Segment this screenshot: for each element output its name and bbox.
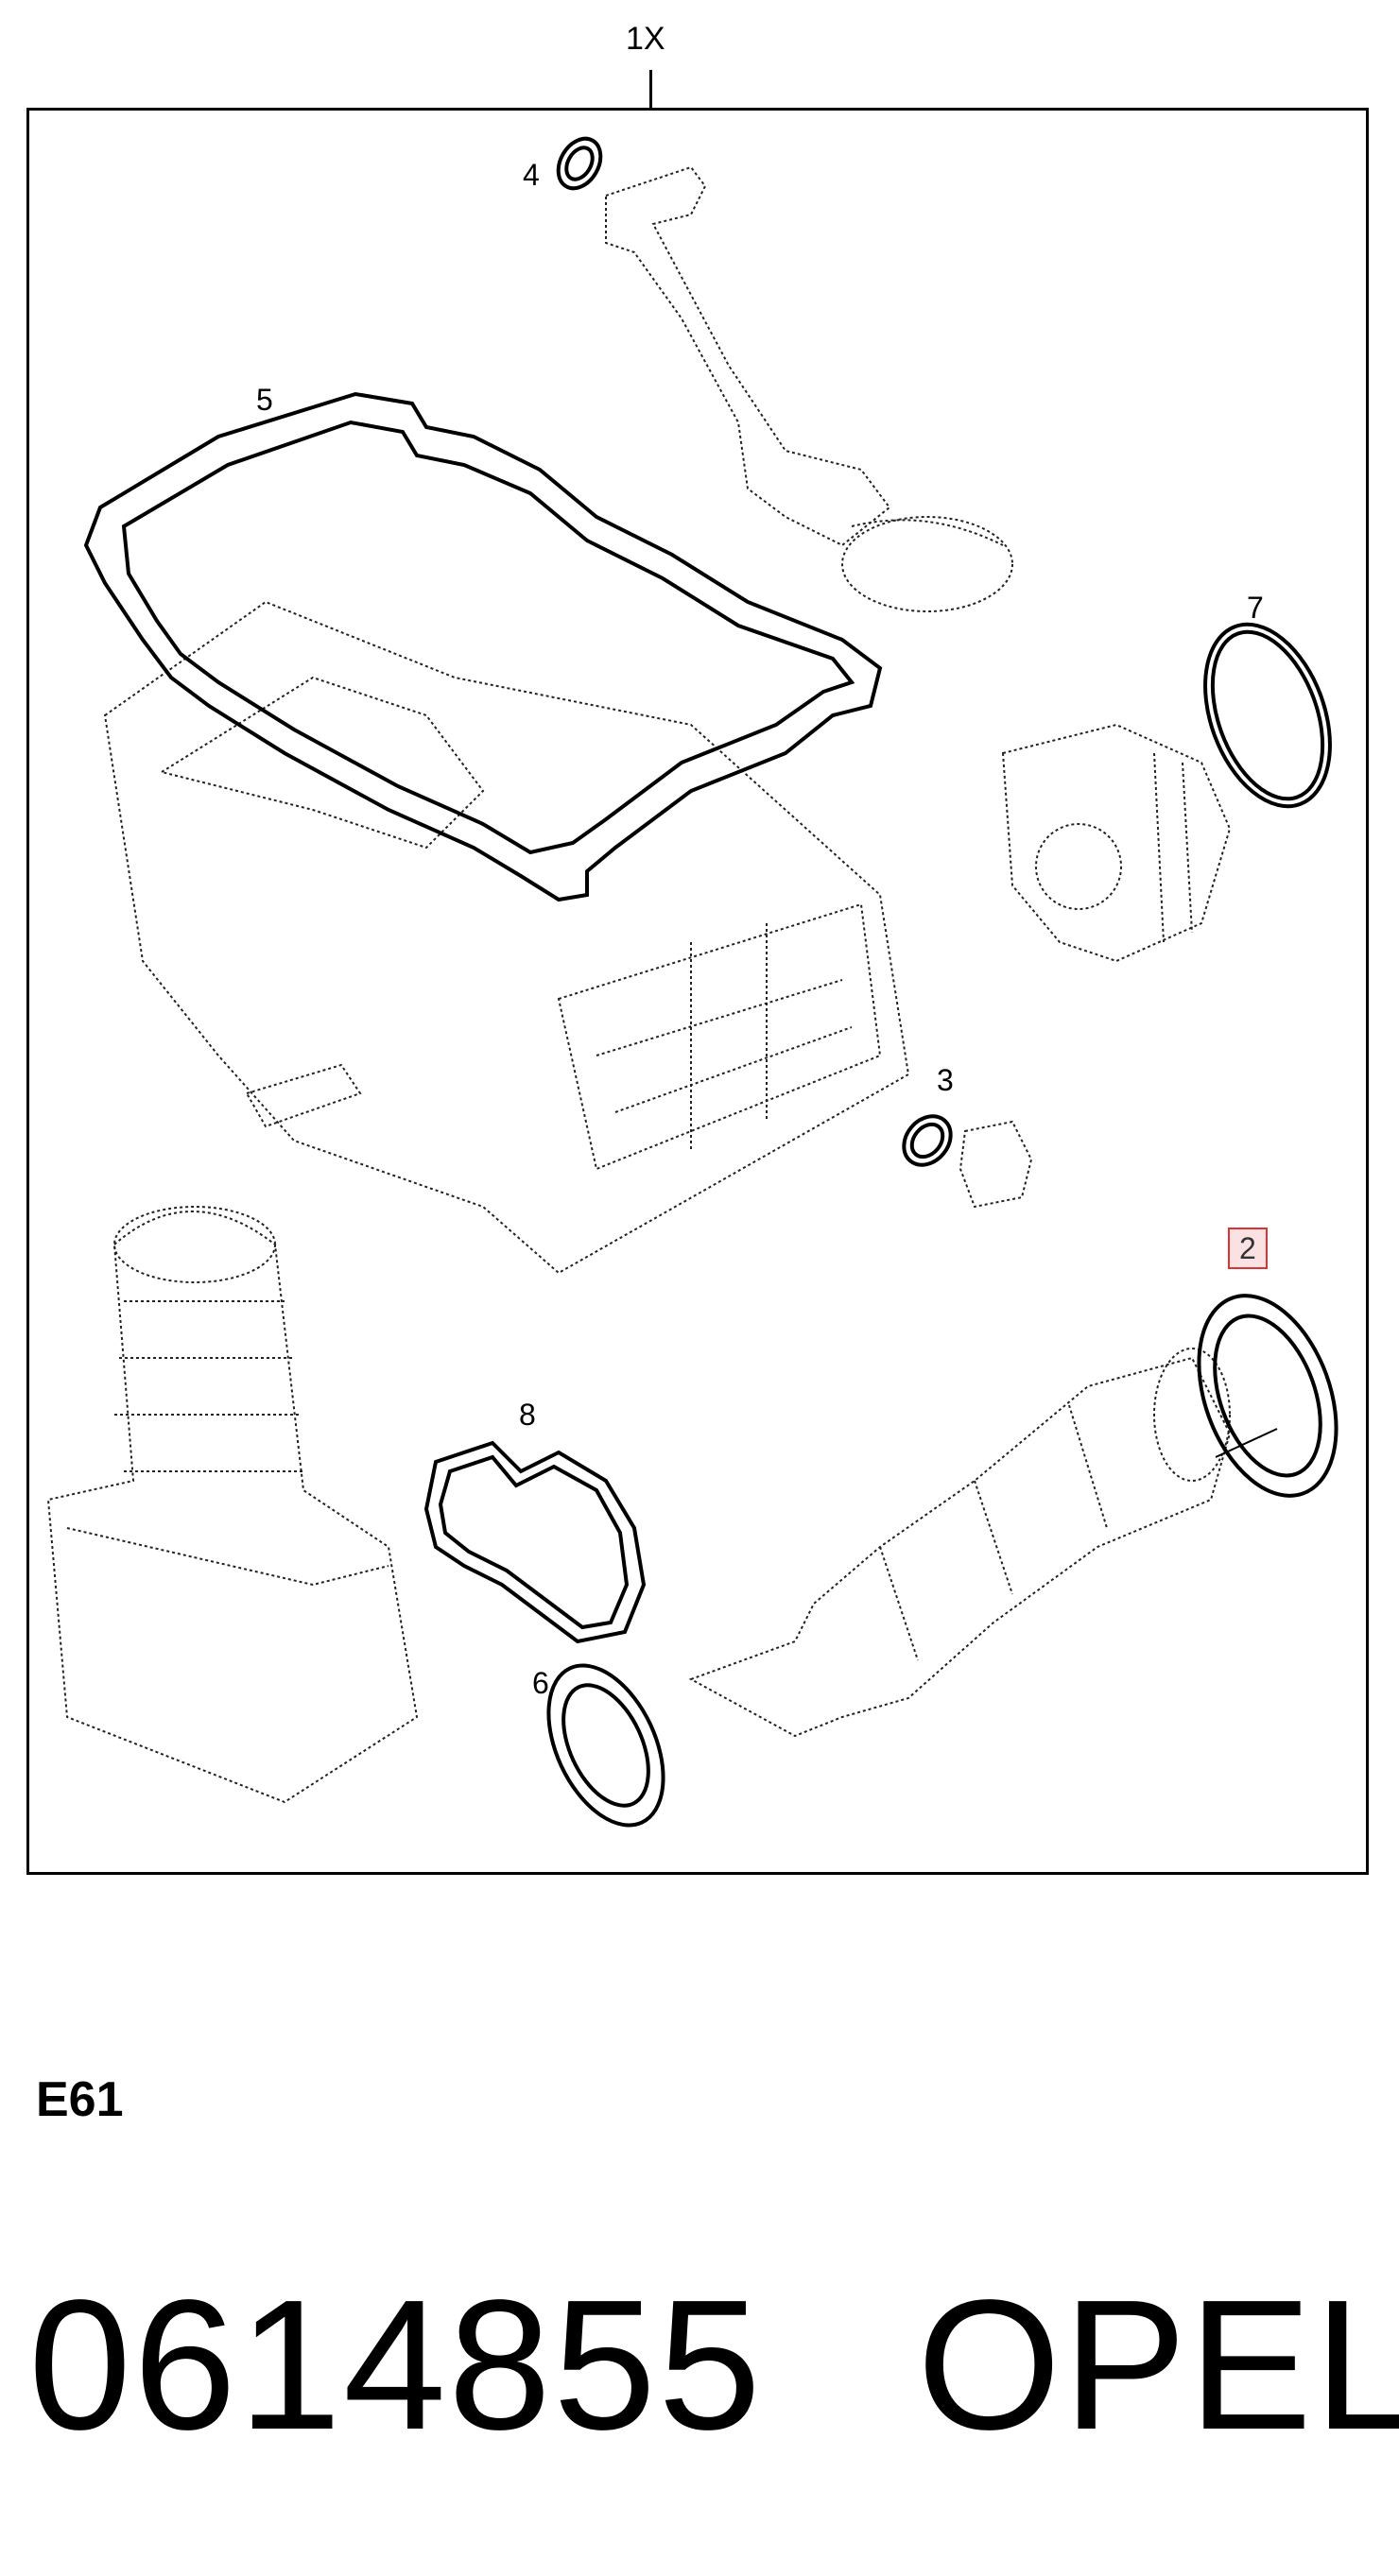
oil-pan-gasket-5 xyxy=(83,391,883,902)
o-ring-7 xyxy=(1203,622,1332,809)
callout-8: 8 xyxy=(519,1398,536,1432)
crank-seal-2 xyxy=(1197,1294,1339,1498)
callout-2-highlighted[interactable]: 2 xyxy=(1228,1228,1268,1269)
exploded-view-frame: 4 5 7 3 2 8 6 xyxy=(26,108,1369,1875)
callout-5: 5 xyxy=(256,383,273,417)
brand-name: OPEL xyxy=(917,2261,1399,2468)
crank-seal-6 xyxy=(546,1663,665,1828)
callout-4: 4 xyxy=(523,158,540,192)
part-number: 0614855 xyxy=(28,2261,764,2468)
washer-3 xyxy=(902,1114,953,1167)
drain-plug xyxy=(959,1120,1033,1209)
oil-pickup-tube xyxy=(605,165,1013,612)
section-code: E61 xyxy=(36,2072,124,2127)
kit-quantity-label: 1X xyxy=(626,21,665,57)
exploded-view-drawing xyxy=(46,136,1339,1828)
oil-pump-module xyxy=(1001,723,1232,963)
kit-leader-line xyxy=(649,70,652,110)
engine-block xyxy=(103,600,910,1275)
callout-7: 7 xyxy=(1247,591,1264,625)
callout-3: 3 xyxy=(937,1063,954,1097)
crankshaft xyxy=(688,1348,1232,1738)
filter-housing-gasket-8 xyxy=(423,1440,647,1644)
o-ring-4 xyxy=(556,136,603,191)
oil-filter-housing xyxy=(46,1206,419,1804)
callout-6: 6 xyxy=(532,1666,549,1700)
